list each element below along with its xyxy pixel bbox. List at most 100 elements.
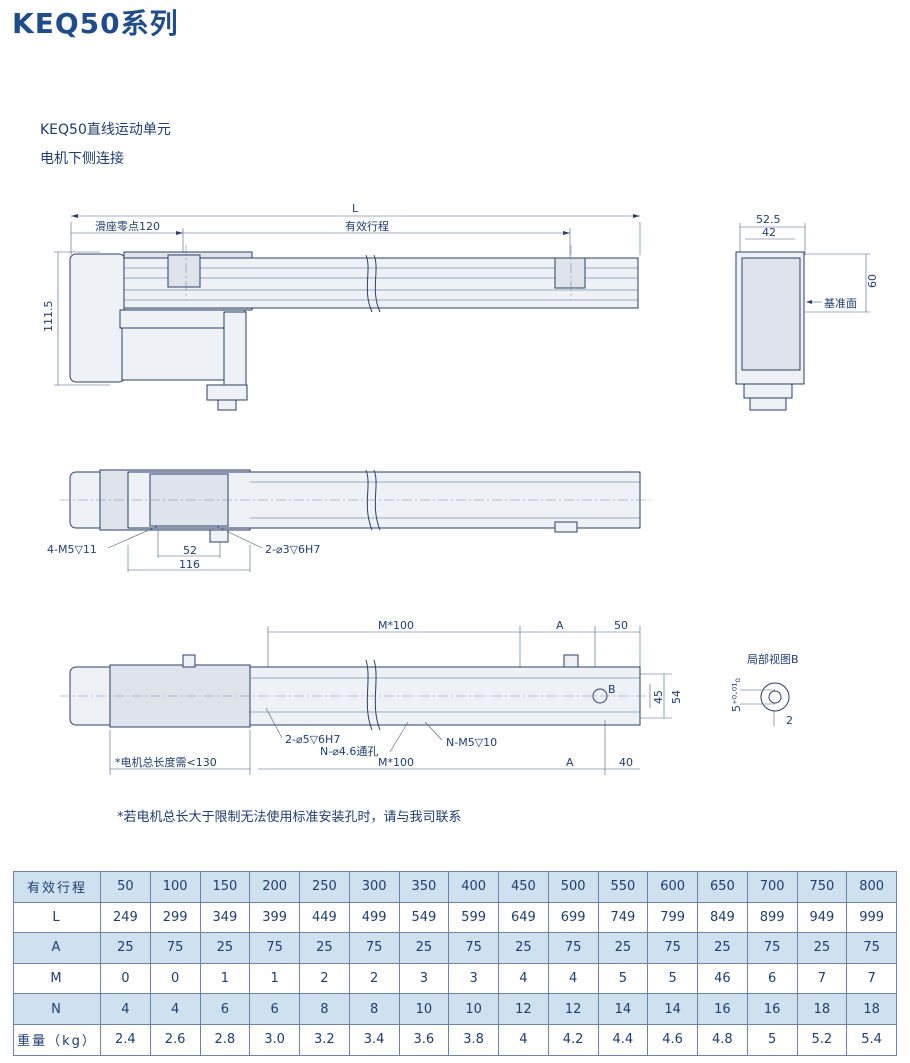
dim-a-top-label: A	[556, 619, 564, 632]
table-cell: 699	[547, 901, 599, 934]
table-cell: 10	[398, 993, 450, 1025]
table-cell: 4.2	[547, 1023, 599, 1056]
dim-40-label: 40	[619, 756, 633, 769]
table-cell: 749	[597, 901, 649, 934]
table-cell: 7	[846, 962, 897, 995]
table-cell: 2.6	[149, 1023, 201, 1056]
table-cell: 14	[597, 993, 649, 1025]
table-cell: 75	[647, 932, 698, 964]
row-header: L	[13, 901, 101, 934]
dim-m100-bottom-label: M*100	[378, 756, 414, 769]
table-cell: 4.8	[697, 1023, 748, 1056]
table-cell: 4	[547, 962, 599, 995]
table-cell: 799	[647, 901, 698, 934]
table-cell: 349	[199, 901, 251, 934]
top-view: 52 116 4-M5▽11 2-⌀3▽6H7	[47, 469, 650, 572]
table-cell: 3.6	[398, 1023, 450, 1056]
table-cell: 700	[746, 871, 798, 903]
table-cell: 14	[647, 993, 698, 1025]
table-cell: 0	[149, 962, 201, 995]
table-cell: 2.8	[199, 1023, 251, 1056]
table-cell: 10	[448, 993, 499, 1025]
through-holes-label: N-⌀4.6通孔	[320, 745, 378, 758]
table-cell: 949	[796, 901, 848, 934]
table-cell: 399	[249, 901, 300, 934]
table-cell: 3.8	[448, 1023, 499, 1056]
dim-m100-top-label: M*100	[378, 619, 414, 632]
table-cell: 75	[149, 932, 201, 964]
table-cell: 4	[498, 1023, 549, 1056]
dim-52-5-label: 52.5	[756, 213, 781, 226]
dim-42-label: 42	[762, 226, 776, 239]
table-cell: 75	[547, 932, 599, 964]
table-cell: 300	[348, 871, 400, 903]
dim-L-label: L	[352, 202, 359, 215]
dim-2-label: 2	[786, 714, 793, 727]
table-cell: 25	[100, 932, 151, 964]
table-cell: 2.4	[100, 1023, 151, 1056]
technical-drawing: L 滑座零点120 有效行程 111.5	[42, 202, 879, 775]
motor-length-note: *若电机总长大于限制无法使用标准安装孔时，请与我司联系	[117, 810, 462, 825]
dim-52-label: 52	[183, 544, 197, 557]
b-mark-label: B	[608, 683, 616, 696]
local-view-title: 局部视图B	[747, 652, 799, 666]
table-cell: 500	[547, 871, 599, 903]
side-view: 52.5 42 60 基准面	[735, 213, 879, 411]
table-cell: 16	[697, 993, 748, 1025]
table-cell: 4	[149, 993, 201, 1025]
holes-pin5-label: 2-⌀5▽6H7	[285, 733, 340, 746]
motor-length-label: *电机总长度需<130	[115, 755, 217, 769]
dim-116-label: 116	[179, 558, 200, 571]
table-cell: 75	[249, 932, 300, 964]
table-cell: 499	[348, 901, 400, 934]
table-cell: 7	[796, 962, 848, 995]
table-cell: 450	[498, 871, 549, 903]
dim-a-bottom-label: A	[566, 756, 574, 769]
table-cell: 16	[746, 993, 798, 1025]
table-cell: 5	[647, 962, 698, 995]
table-cell: 25	[398, 932, 450, 964]
table-cell: 3	[448, 962, 499, 995]
table-cell: 3.0	[249, 1023, 300, 1056]
table-cell: 25	[697, 932, 748, 964]
product-subtitle: KEQ50直线运动单元	[40, 122, 171, 138]
table-cell: 400	[448, 871, 499, 903]
table-cell: 849	[697, 901, 748, 934]
table-cell: 550	[597, 871, 649, 903]
row-header: 有效行程	[13, 871, 101, 903]
table-cell: 1	[249, 962, 300, 995]
dim-45-label: 45	[652, 690, 665, 704]
page-title: KEQ50系列	[12, 7, 179, 40]
table-cell: 18	[796, 993, 848, 1025]
table-cell: 18	[846, 993, 897, 1025]
table-cell: 599	[448, 901, 499, 934]
table-cell: 600	[647, 871, 698, 903]
table-cell: 6	[199, 993, 251, 1025]
table-cell: 5.4	[846, 1023, 897, 1056]
table-cell: 200	[249, 871, 300, 903]
table-cell: 25	[796, 932, 848, 964]
connection-subtitle: 电机下侧连接	[40, 151, 124, 167]
table-cell: 899	[746, 901, 798, 934]
table-cell: 299	[149, 901, 201, 934]
dim-60-label: 60	[866, 274, 879, 288]
pin-tolerance-label: 5⁺⁰·⁰¹₀	[730, 677, 743, 712]
dim-111-5-label: 111.5	[42, 301, 55, 333]
table-cell: 249	[100, 901, 151, 934]
table-cell: 6	[746, 962, 798, 995]
row-header: 重量（kg）	[13, 1023, 101, 1056]
table-cell: 3.2	[299, 1023, 350, 1056]
table-cell: 75	[846, 932, 897, 964]
table-cell: 25	[199, 932, 251, 964]
slider-zero-label: 滑座零点120	[95, 219, 160, 233]
table-cell: 5	[597, 962, 649, 995]
dim-54-label: 54	[670, 690, 683, 704]
table-cell: 650	[697, 871, 748, 903]
table-cell: 6	[249, 993, 300, 1025]
